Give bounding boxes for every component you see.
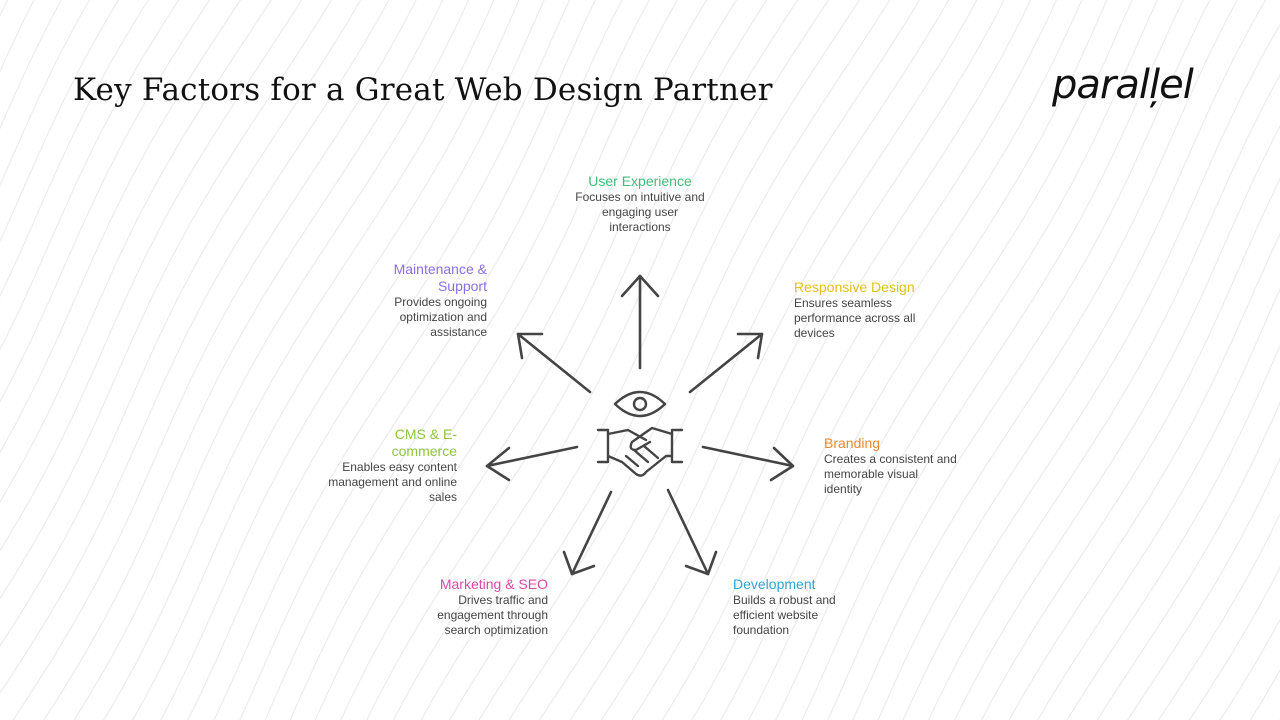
node-heading: CMS & E-commerce	[391, 426, 457, 459]
node-description: Provides ongoing optimization and assist…	[394, 295, 487, 339]
arrow-user-experience	[620, 274, 660, 370]
node-description: Builds a robust and efficient website fo…	[733, 593, 836, 637]
arrow-marketing-seo	[562, 490, 613, 576]
node-cms-ecommerce: CMS & E-commerce Enables easy content ma…	[287, 426, 457, 505]
arrow-responsive-design	[688, 332, 764, 394]
page-title: Key Factors for a Great Web Design Partn…	[73, 72, 773, 108]
arrow-branding	[701, 445, 795, 482]
eye-icon	[613, 390, 667, 418]
node-heading: Responsive Design	[794, 279, 915, 295]
arrow-maintenance-support	[516, 332, 592, 394]
node-maintenance-support: Maintenance & Support Provides ongoing o…	[317, 261, 487, 340]
node-heading: User Experience	[588, 173, 692, 189]
node-description: Creates a consistent and memorable visua…	[824, 452, 957, 496]
node-description: Focuses on intuitive and engaging user i…	[575, 190, 705, 234]
brand-logo: paralļel	[1052, 62, 1194, 108]
handshake-icon	[596, 426, 684, 477]
node-branding: Branding Creates a consistent and memora…	[824, 435, 994, 497]
node-description: Drives traffic and engagement through se…	[437, 593, 548, 637]
node-user-experience: User Experience Focuses on intuitive and…	[555, 173, 725, 235]
node-marketing-seo: Marketing & SEO Drives traffic and engag…	[378, 576, 548, 638]
node-responsive-design: Responsive Design Ensures seamless perfo…	[794, 279, 964, 341]
node-heading: Branding	[824, 435, 881, 451]
node-heading: Marketing & SEO	[439, 576, 548, 592]
node-heading: Development	[733, 576, 816, 592]
arrow-cms-ecommerce	[485, 445, 579, 482]
node-development: Development Builds a robust and efficien…	[733, 576, 903, 638]
arrow-development	[666, 488, 718, 576]
node-heading: Maintenance & Support	[393, 261, 487, 294]
node-description: Ensures seamless performance across all …	[794, 296, 916, 340]
node-description: Enables easy content management and onli…	[328, 460, 457, 504]
